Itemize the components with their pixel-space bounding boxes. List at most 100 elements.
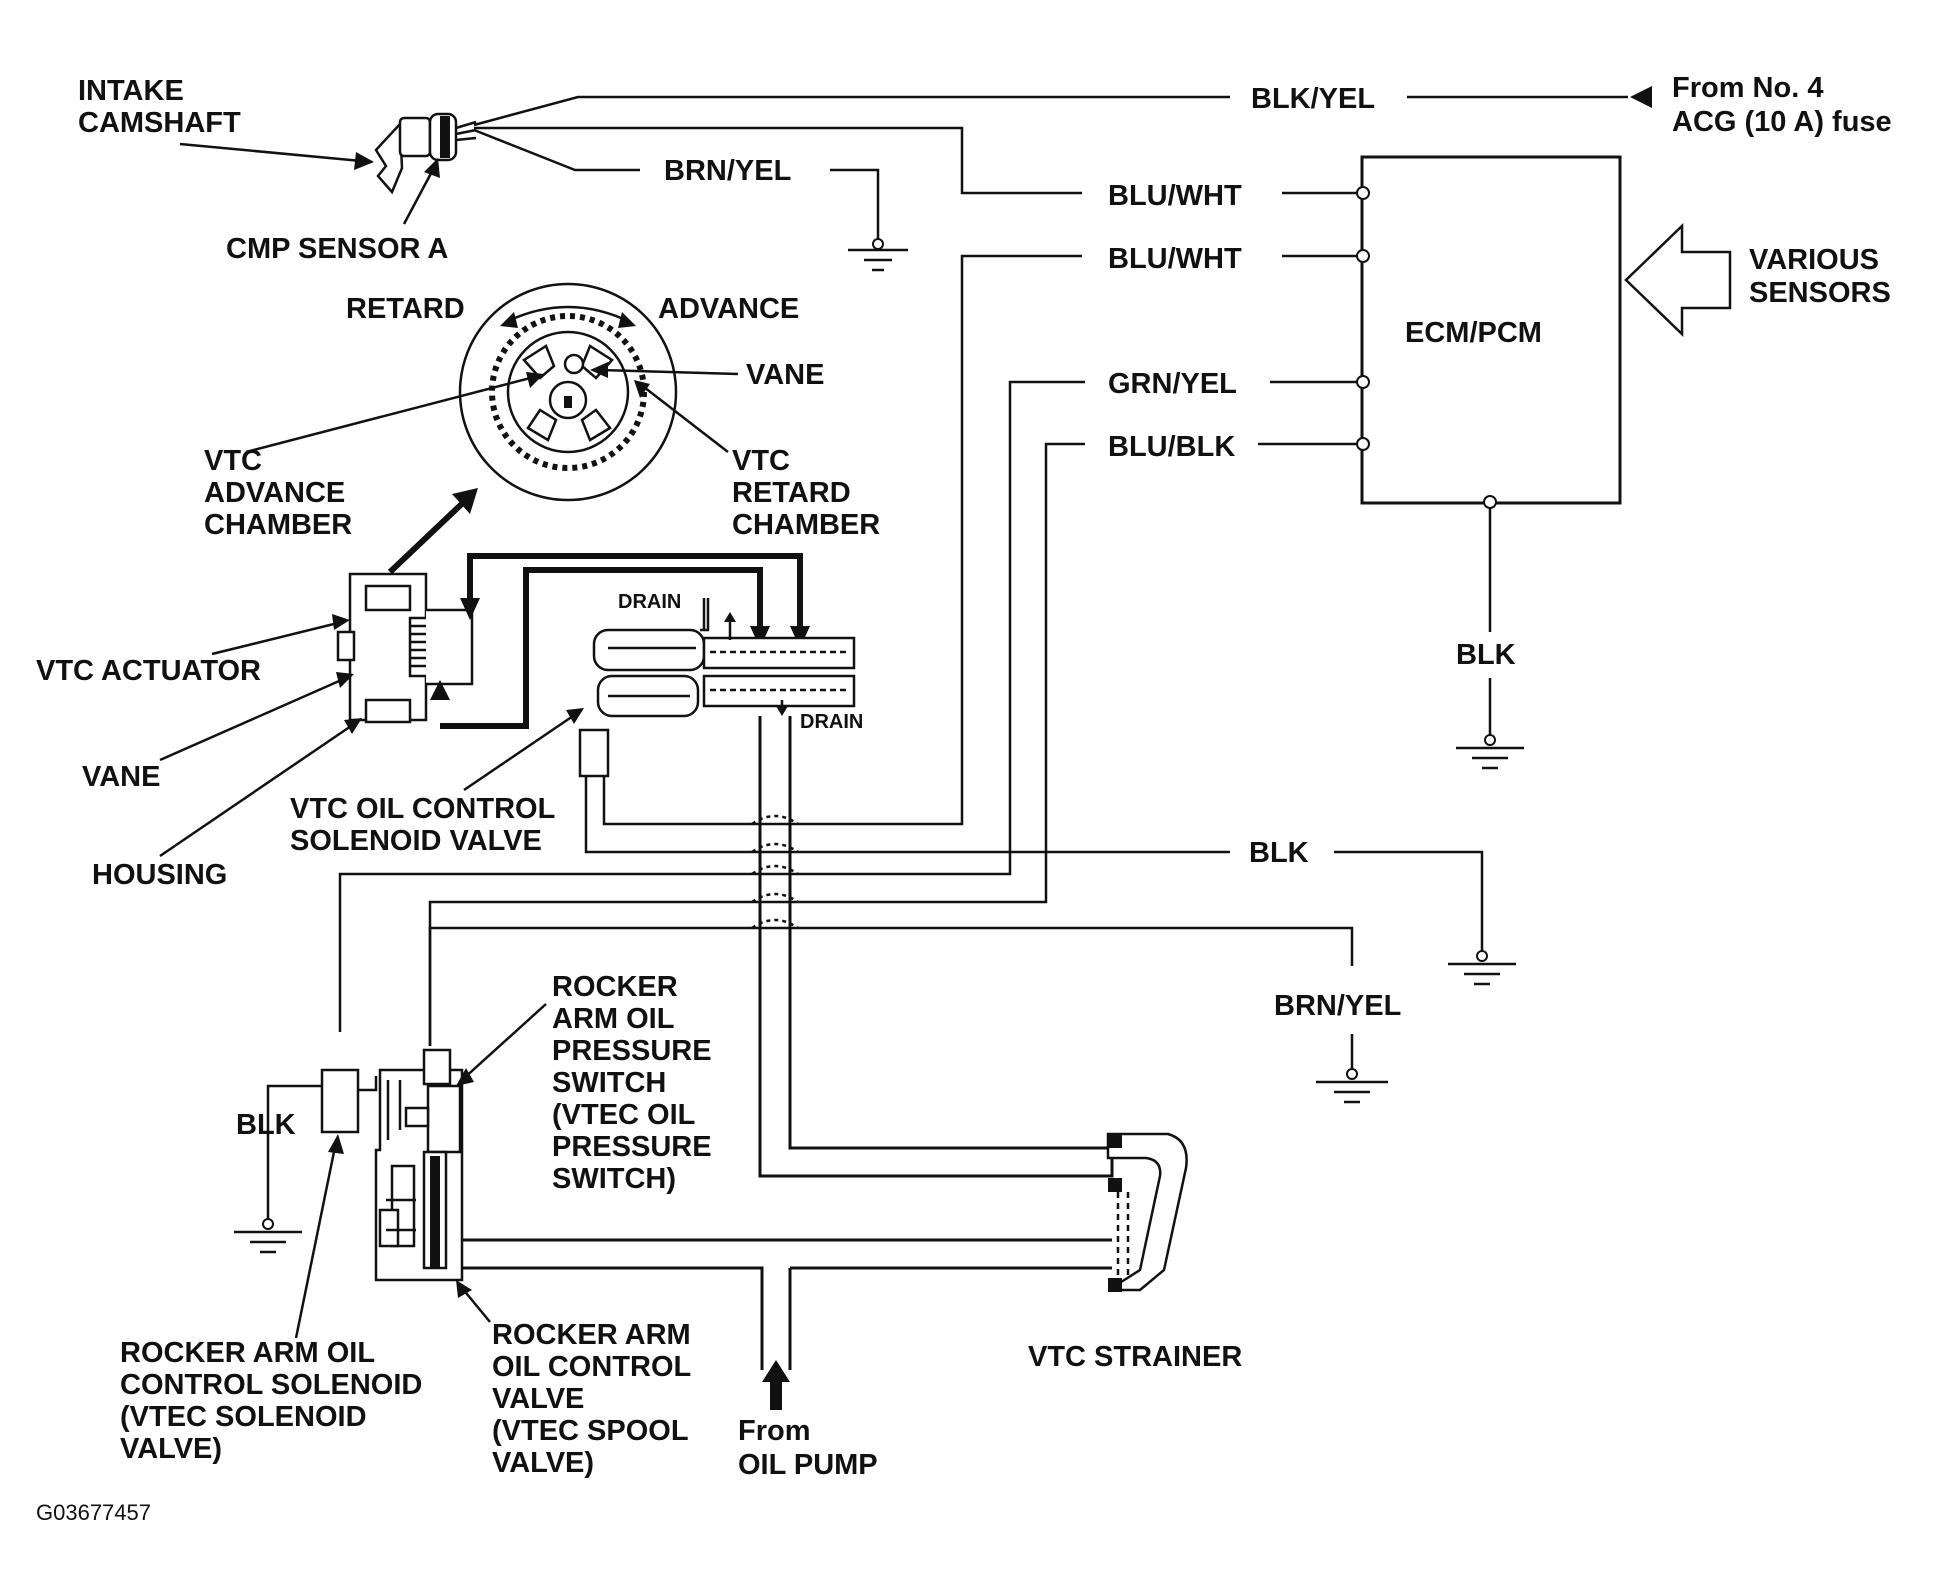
arrow-icon [456, 1280, 472, 1298]
arrow-icon [566, 708, 584, 724]
vtc-sprocket [458, 282, 678, 502]
rocker-switch-label-7: SWITCH) [552, 1163, 676, 1195]
ecm-label: ECM/PCM [1405, 317, 1542, 349]
rocker-switch-label-4: SWITCH [552, 1067, 666, 1099]
vtc-retard-chamber-label-2: RETARD [732, 477, 851, 509]
wire-brn-yel-top [473, 128, 640, 172]
cmp-sensor-label: CMP SENSOR A [226, 233, 448, 265]
leader-line [159, 676, 347, 762]
rocker-valve-label-1: ROCKER ARM [492, 1319, 691, 1351]
wire-label-brn-yel-top: BRN/YEL [664, 155, 791, 187]
arrow-icon [328, 1134, 344, 1154]
various-sensors-label-2: SENSORS [1749, 277, 1891, 309]
ecm-pcm-unit: ECM/PCM [1356, 155, 1622, 509]
wire-label-blu-wht-1: BLU/WHT [1108, 180, 1242, 212]
leader-line [461, 1003, 547, 1081]
oil-passages [430, 553, 810, 729]
arrow-icon [336, 672, 354, 688]
vtc-actuator-label: VTC ACTUATOR [36, 655, 261, 687]
vtc-solenoid-label-1: VTC OIL CONTROL [290, 793, 555, 825]
vtc-solenoid-label-2: SOLENOID VALVE [290, 825, 542, 857]
leader-line [159, 722, 355, 858]
drain-arrow-icon [776, 706, 788, 716]
rocker-valve-label-2: OIL CONTROL [492, 1351, 691, 1383]
ground-symbol [1456, 734, 1524, 770]
rocker-switch-label-2: ARM OIL [552, 1003, 674, 1035]
wire-label-grn-yel: GRN/YEL [1108, 368, 1237, 400]
rocker-valve-label-4: (VTEC SPOOL [492, 1415, 689, 1447]
leader-line [461, 1287, 491, 1323]
arrow-icon [424, 158, 440, 178]
wire-label-blu-wht-2: BLU/WHT [1108, 243, 1242, 275]
leader-line [245, 374, 539, 454]
vtc-strainer-label: VTC STRAINER [1028, 1341, 1242, 1373]
wire-blk-solenoid [584, 775, 1230, 854]
rocker-switch-label-5: (VTEC OIL [552, 1099, 695, 1131]
vtc-actuator [336, 572, 474, 724]
intake-camshaft-label-1: INTAKE [78, 75, 184, 107]
leader-line [387, 495, 471, 575]
arrow-icon [354, 152, 374, 170]
ecm-terminal [1356, 186, 1370, 200]
arrow-icon [344, 718, 362, 734]
advance-arrow-icon [618, 312, 636, 328]
intake-camshaft-label-2: CAMSHAFT [78, 107, 241, 139]
cmp-sensor-a [374, 112, 477, 195]
ecm-terminal [1356, 249, 1370, 263]
advance-label: ADVANCE [658, 293, 799, 325]
drain-label-1: DRAIN [618, 591, 681, 613]
vtc-oil-control-solenoid-valve [578, 598, 856, 778]
rocker-switch-label-1: ROCKER [552, 971, 678, 1003]
wire-label-blk-ecm: BLK [1456, 639, 1516, 671]
wire-brn-yel-bottom [428, 926, 1354, 1046]
arrow-icon [526, 372, 544, 388]
wire-blu-wht-solenoid [602, 254, 1082, 826]
wire-grn-yel [338, 380, 1085, 1032]
leader-line [179, 142, 373, 164]
ecm-terminal [1483, 495, 1497, 509]
fuse-label-1: From No. 4 [1672, 72, 1823, 104]
figure-id: G03677457 [36, 1500, 151, 1525]
leader-line [463, 712, 577, 792]
vane-top-label: VANE [746, 359, 824, 391]
wire-label-blk-yel: BLK/YEL [1251, 83, 1375, 115]
various-sensors-label-1: VARIOUS [1749, 244, 1879, 276]
retard-arrow-icon [500, 312, 518, 328]
leader-line [294, 1141, 338, 1339]
blk-left-label: BLK [236, 1109, 296, 1141]
arrow-icon [332, 614, 350, 630]
vtc-advance-chamber-label-3: CHAMBER [204, 509, 352, 541]
arrow-icon [452, 488, 478, 514]
arrow-icon [456, 1068, 474, 1086]
wire-label-blk-mid: BLK [1249, 837, 1309, 869]
vtc-advance-chamber-label-2: ADVANCE [204, 477, 345, 509]
rocker-solenoid-label-3: (VTEC SOLENOID [120, 1401, 367, 1433]
vtc-retard-chamber-label-1: VTC [732, 445, 790, 477]
from-oil-pump-label-1: From [738, 1415, 811, 1447]
rocker-valve-label-3: VALVE [492, 1383, 584, 1415]
fuse-label-2: ACG (10 A) fuse [1672, 106, 1892, 138]
leader-line [599, 368, 739, 376]
ground-symbol [234, 1218, 302, 1254]
rocker-switch-label-6: PRESSURE [552, 1131, 712, 1163]
vane-bottom-label: VANE [82, 761, 160, 793]
oil-flow-arrow-icon [762, 1360, 790, 1410]
vtc-strainer [1106, 1132, 1188, 1292]
drain-arrow-icon [724, 612, 736, 622]
arrow-icon [590, 362, 608, 378]
rocker-solenoid-label-1: ROCKER ARM OIL [120, 1337, 375, 1369]
vtc-retard-chamber-label-3: CHAMBER [732, 509, 880, 541]
ecm-terminal [1356, 375, 1370, 389]
housing-label: HOUSING [92, 859, 227, 891]
wire-blu-wht-sensor [474, 126, 1082, 195]
rocker-switch-label-3: PRESSURE [552, 1035, 712, 1067]
wire-label-brn-yel-bottom: BRN/YEL [1274, 990, 1401, 1022]
from-oil-pump-label-2: OIL PUMP [738, 1449, 878, 1481]
various-sensors-arrow: VARIOUS SENSORS [1624, 223, 1891, 337]
rocker-valve-label-5: VALVE) [492, 1447, 594, 1479]
retard-label: RETARD [346, 293, 465, 325]
ground-symbol [848, 238, 908, 272]
drain-label-2: DRAIN [800, 711, 863, 733]
leader-line [211, 620, 343, 656]
